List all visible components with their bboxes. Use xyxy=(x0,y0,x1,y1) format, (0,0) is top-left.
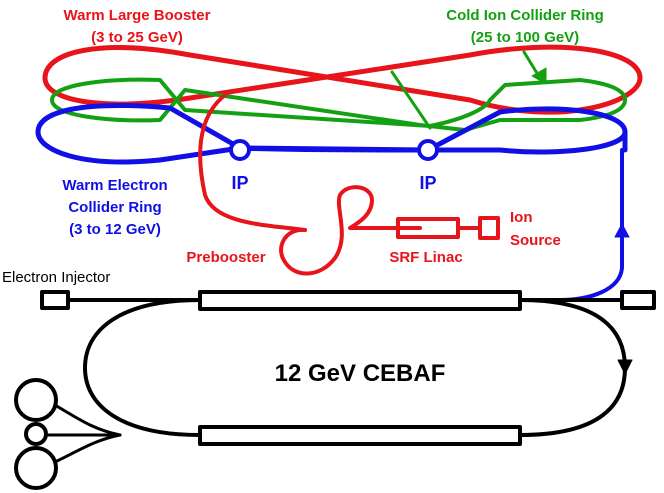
ip-left-label: IP xyxy=(231,173,248,193)
recirc-arc-mid xyxy=(24,422,48,446)
ip-right-marker xyxy=(417,139,439,161)
electron-transfer-line xyxy=(558,148,624,302)
electron-injector-box xyxy=(40,290,70,310)
recirc-line-bot xyxy=(53,433,122,464)
cebaf-arrowhead xyxy=(617,359,633,375)
electron-injector-label: Electron Injector xyxy=(2,269,110,286)
cebaf-linac-upper xyxy=(198,290,522,311)
electron-transfer-arrowhead xyxy=(614,223,630,238)
electron-ring-energy: (3 to 12 GeV) xyxy=(69,221,161,238)
ip-left-marker xyxy=(229,139,251,161)
cebaf-label: 12 GeV CEBAF xyxy=(275,360,446,387)
ion-source-label-2: Source xyxy=(510,232,561,249)
recirc-arc-bot xyxy=(14,446,58,490)
cold-ion-collider-ring xyxy=(50,77,627,132)
cold-ring-energy: (25 to 100 GeV) xyxy=(471,29,579,46)
srf-linac-label: SRF Linac xyxy=(389,249,462,266)
ion-source-label-1: Ion xyxy=(510,209,533,226)
ion-source-box xyxy=(478,216,500,240)
extraction-box xyxy=(620,290,656,310)
cold-ring-pointer-line xyxy=(390,70,432,130)
prebooster-label: Prebooster xyxy=(186,249,265,266)
warm-large-booster-ring xyxy=(42,44,643,115)
ip-right-label: IP xyxy=(419,173,436,193)
electron-ring-label-2: Collider Ring xyxy=(68,199,161,216)
prebooster-ring xyxy=(279,185,422,276)
warm-electron-collider-ring-lower xyxy=(157,129,628,163)
electron-ring-label-1: Warm Electron xyxy=(62,177,167,194)
warm-booster-title: Warm Large Booster xyxy=(64,7,211,24)
cebaf-linac-lower xyxy=(198,425,522,446)
recirc-arc-top xyxy=(14,378,58,422)
recirc-line-top xyxy=(53,403,122,437)
booster-transfer-line xyxy=(198,93,307,232)
cold-ring-title: Cold Ion Collider Ring xyxy=(446,7,604,24)
cold-ring-label-arrowhead xyxy=(531,67,547,85)
warm-booster-energy: (3 to 25 GeV) xyxy=(91,29,183,46)
